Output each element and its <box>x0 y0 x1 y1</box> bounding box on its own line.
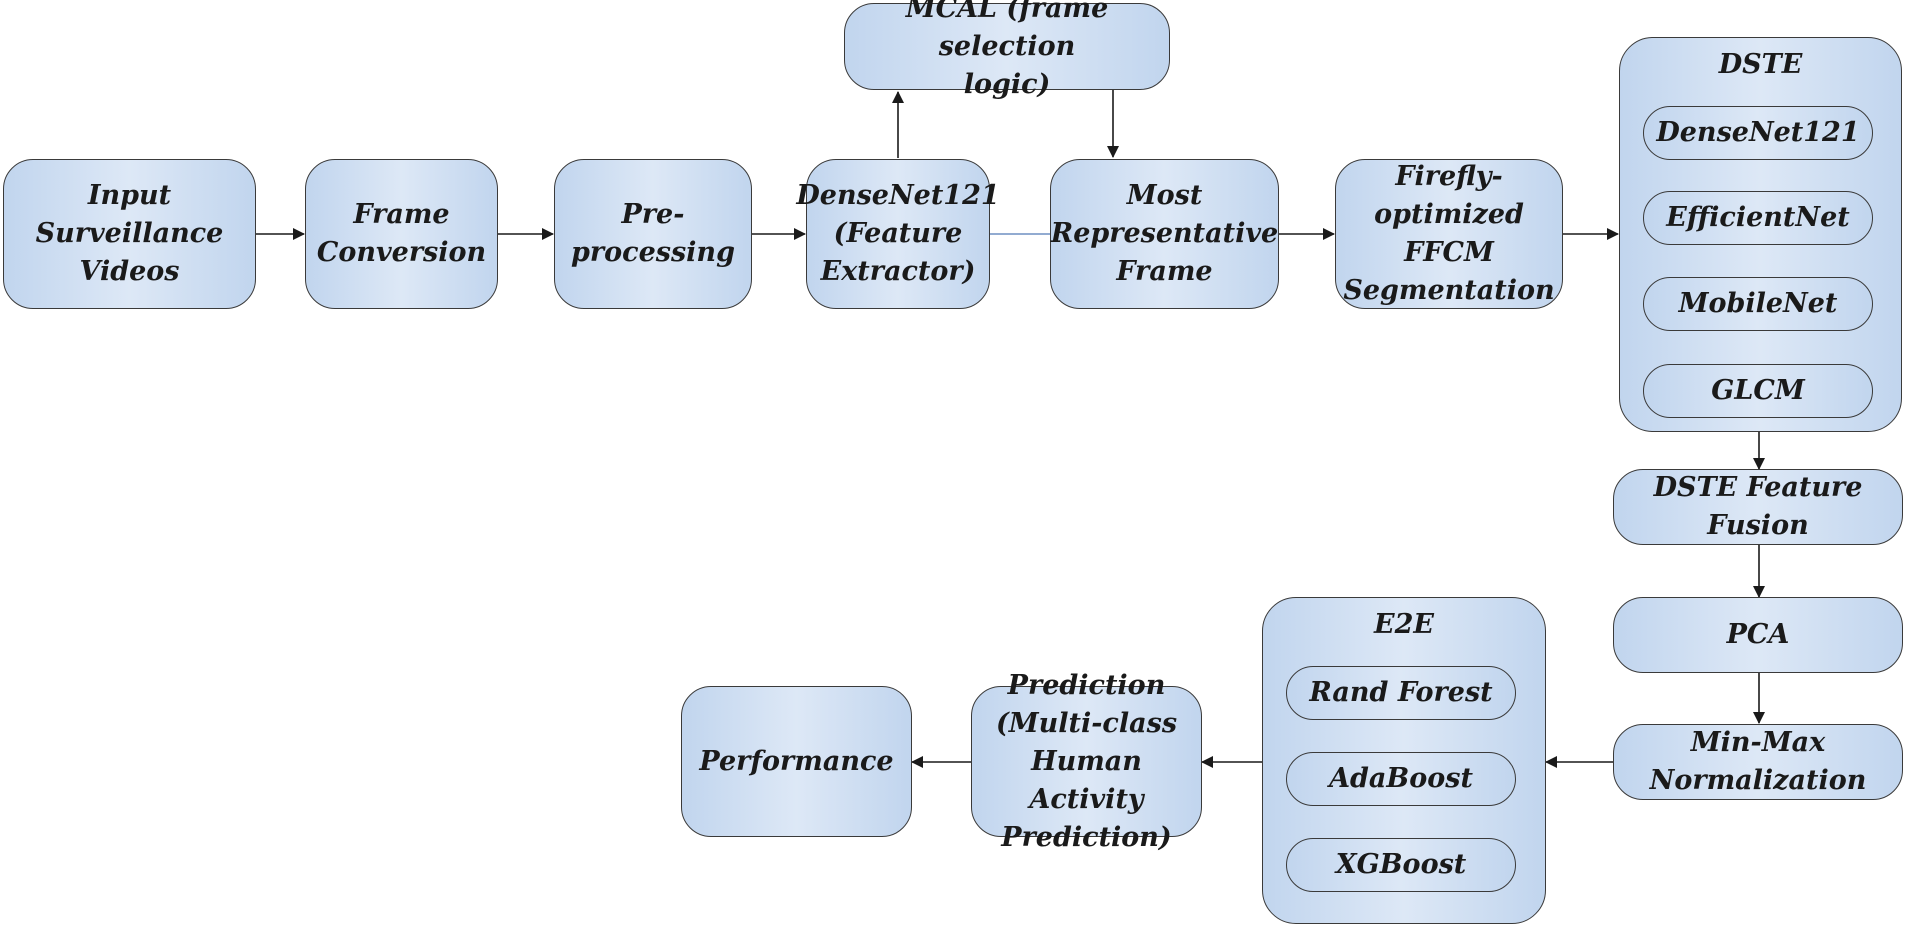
dste-item-mobilenet: MobileNet <box>1643 277 1873 331</box>
dste-item-efficientnet: EfficientNet <box>1643 191 1873 245</box>
prediction-label: Prediction (Multi-class Human Activity P… <box>995 669 1178 853</box>
e2e-item-label: Rand Forest <box>1309 677 1493 708</box>
dste-item-label: MobileNet <box>1678 288 1838 319</box>
dste-title: DSTE <box>1718 49 1803 80</box>
ffcm-segmentation-node: Firefly- optimized FFCM Segmentation <box>1335 159 1563 309</box>
densenet-feature-extractor-label: DenseNet121 (Feature Extractor) <box>796 180 1000 287</box>
preprocessing-label: Pre- processing <box>571 199 735 268</box>
dste-item-label: GLCM <box>1711 375 1805 406</box>
e2e-item-adaboost: AdaBoost <box>1286 752 1516 806</box>
e2e-title: E2E <box>1374 609 1434 640</box>
dste-feature-fusion-node: DSTE Feature Fusion <box>1613 469 1903 545</box>
dste-item-densenet121: DenseNet121 <box>1643 106 1873 160</box>
e2e-item-xgboost: XGBoost <box>1286 838 1516 892</box>
minmax-normalization-label: Min-Max Normalization <box>1649 727 1867 796</box>
ffcm-segmentation-label: Firefly- optimized FFCM Segmentation <box>1343 161 1555 306</box>
e2e-item-label: XGBoost <box>1335 849 1467 880</box>
input-videos-label: Input Surveillance Videos <box>35 180 224 287</box>
dste-item-glcm: GLCM <box>1643 364 1873 418</box>
minmax-normalization-node: Min-Max Normalization <box>1613 724 1903 800</box>
e2e-item-label: AdaBoost <box>1329 763 1473 794</box>
frame-conversion-label: Frame Conversion <box>316 199 487 268</box>
input-videos-node: Input Surveillance Videos <box>3 159 256 309</box>
dste-feature-fusion-label: DSTE Feature Fusion <box>1653 472 1863 541</box>
performance-node: Performance <box>681 686 912 837</box>
prediction-node: Prediction (Multi-class Human Activity P… <box>971 670 1202 853</box>
mcal-label: MCAL (frame selection logic) <box>905 0 1109 100</box>
preprocessing-node: Pre- processing <box>554 159 752 309</box>
dste-item-label: EfficientNet <box>1666 202 1850 233</box>
densenet-feature-extractor-node: DenseNet121 (Feature Extractor) <box>796 159 1000 309</box>
most-representative-frame-node: Most Representative Frame <box>1050 159 1279 309</box>
most-representative-frame-label: Most Representative Frame <box>1050 180 1279 287</box>
e2e-item-rand-forest: Rand Forest <box>1286 666 1516 720</box>
pca-node: PCA <box>1613 597 1903 673</box>
pca-label: PCA <box>1726 619 1790 650</box>
mcal-node: MCAL (frame selection logic) <box>844 0 1170 100</box>
performance-label: Performance <box>699 745 894 777</box>
frame-conversion-node: Frame Conversion <box>305 159 498 309</box>
dste-item-label: DenseNet121 <box>1656 117 1860 148</box>
